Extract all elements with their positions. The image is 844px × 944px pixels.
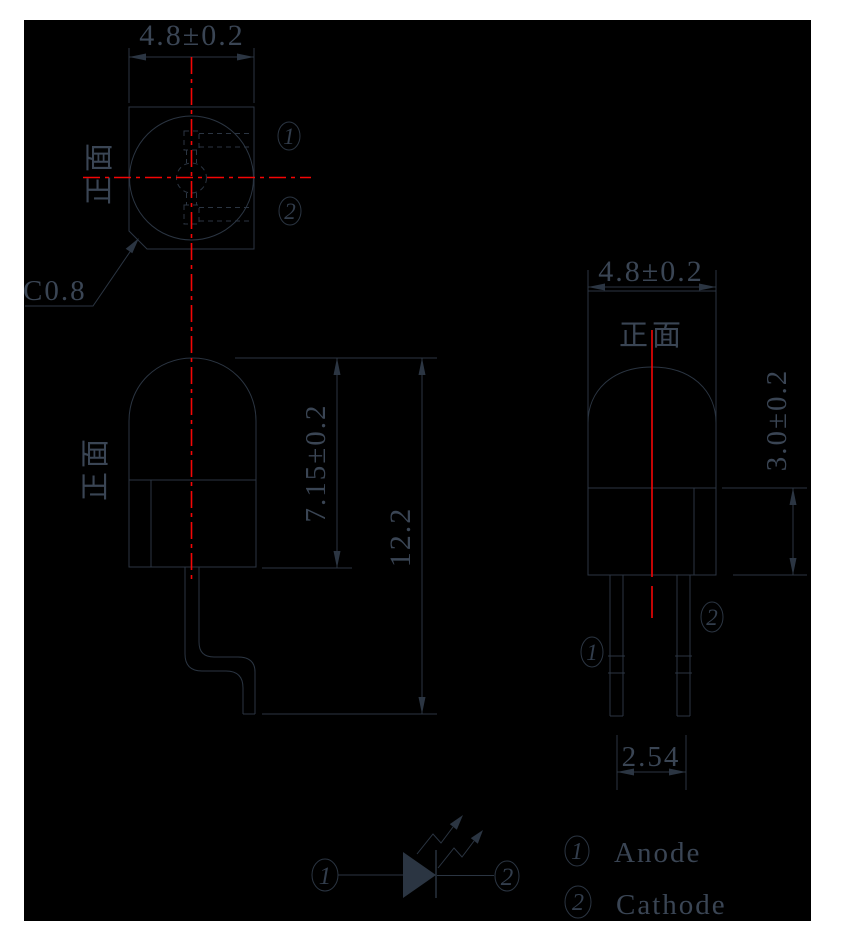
lead2-break-marks <box>675 655 692 674</box>
arrowhead-up <box>418 358 426 375</box>
arrowhead-up <box>789 488 797 505</box>
dim-lead-pitch: 2.54 <box>616 735 687 790</box>
arrowhead-down <box>418 697 426 714</box>
dim-front-width: 4.8±0.2 <box>587 255 717 291</box>
legend-pin1-num: 1 <box>571 839 583 865</box>
lead1-outline <box>609 575 624 717</box>
legend-item-cathode: 2 Cathode <box>564 885 727 921</box>
arrowhead-left <box>588 283 605 291</box>
arrowhead-left <box>129 53 146 61</box>
front-view: 4.8±0.2 1 2 <box>580 255 807 790</box>
emission-arrow-1-head <box>449 815 463 830</box>
dim-base-height: 3.0±0.2 <box>722 369 807 576</box>
pin2-badge-num: 2 <box>284 199 296 224</box>
pin1-badge-num: 1 <box>283 124 295 149</box>
pin2-badge-front: 2 <box>700 601 724 633</box>
chamfer-leader-arrowhead <box>125 238 139 254</box>
pin2-badge-circle <box>494 860 520 892</box>
dim-top-width-text: 4.8±0.2 <box>139 19 244 52</box>
pin1-badge-circle <box>277 121 301 151</box>
pin2-connector-lines <box>186 193 197 205</box>
chamfer-callout: C0.8 <box>23 238 139 307</box>
lead-inner-edge <box>198 567 256 714</box>
led-schematic: 1 2 <box>311 815 520 898</box>
pin2-badge-circle <box>278 196 302 226</box>
arrowhead-left <box>617 768 634 776</box>
dim-body-height-text: 7.15±0.2 <box>300 404 332 523</box>
drawing-canvas-background <box>24 20 811 921</box>
dim-total-height: 12.2 <box>262 358 437 715</box>
pin1-badge-circle <box>580 636 604 668</box>
chamfer-leader-line <box>25 245 135 307</box>
legend-pin1-circle <box>564 835 590 867</box>
front-face-label-front: 正面 <box>619 318 685 352</box>
pin1-connector-lines <box>186 150 197 163</box>
pin1-badge-top: 1 <box>277 121 301 151</box>
top-view-pin1 <box>183 130 253 163</box>
pin2-badge-top: 2 <box>278 196 302 226</box>
dim-total-height-text: 12.2 <box>384 507 417 568</box>
arrowhead-down <box>333 551 341 568</box>
legend-pin2-circle <box>564 885 592 919</box>
dim-front-width-text: 4.8±0.2 <box>598 255 703 288</box>
pin1-leadframe-lines <box>199 133 253 148</box>
dim-lead-pitch-extensions <box>616 735 687 790</box>
arrowhead-right <box>237 53 254 61</box>
pin2-badge-circle <box>700 601 724 633</box>
arrowhead-down <box>789 558 797 575</box>
legend: 1 Anode 2 Cathode <box>564 835 727 921</box>
top-view: 4.8±0.2 1 2 <box>23 19 302 307</box>
pin2-pad <box>183 204 200 225</box>
front-view-lead1 <box>608 575 625 717</box>
diode-triangle <box>403 852 436 898</box>
front-face-label-top: 正面 <box>82 139 116 205</box>
pin2-badge-schematic: 2 <box>494 860 520 892</box>
emission-arrow-2-shaft <box>437 840 475 869</box>
pin1-badge-front: 1 <box>580 636 604 668</box>
dim-body-height: 7.15±0.2 <box>235 357 437 569</box>
pin1-badge-num: 1 <box>319 863 332 890</box>
side-view: 正面 7.15±0.2 12.2 <box>78 357 437 715</box>
legend-pin2-num: 2 <box>572 890 584 916</box>
lead-outer-edge <box>184 567 244 714</box>
pin1-pad <box>183 130 200 151</box>
lead1-break-marks <box>608 655 625 674</box>
emission-arrow-2 <box>437 830 483 869</box>
pin1-badge-num: 1 <box>586 640 598 665</box>
lead2-outline <box>676 575 691 717</box>
emission-arrow-2-head <box>470 830 483 844</box>
pin2-leadframe-lines <box>199 207 253 222</box>
side-view-body-outline <box>128 357 257 568</box>
chamfer-label: C0.8 <box>23 275 87 307</box>
front-view-lead2 <box>675 575 692 717</box>
top-view-pin2 <box>183 193 253 225</box>
emission-arrow-1 <box>416 815 463 855</box>
side-view-bent-lead <box>184 567 256 715</box>
legend-anode-label: Anode <box>614 837 701 869</box>
pin2-badge-num: 2 <box>501 864 514 891</box>
arrowhead-right <box>669 768 686 776</box>
legend-cathode-label: Cathode <box>616 889 727 921</box>
legend-item-anode: 1 Anode <box>564 835 701 869</box>
dim-base-height-text: 3.0±0.2 <box>761 369 793 471</box>
arrowhead-up <box>333 358 341 375</box>
top-view-body-outline <box>128 106 255 250</box>
dim-lead-pitch-text: 2.54 <box>622 741 681 773</box>
pin2-badge-num: 2 <box>706 605 718 630</box>
front-face-label-side: 正面 <box>78 435 112 501</box>
emission-arrow-1-shaft <box>416 826 454 855</box>
arrowhead-right <box>699 283 716 291</box>
